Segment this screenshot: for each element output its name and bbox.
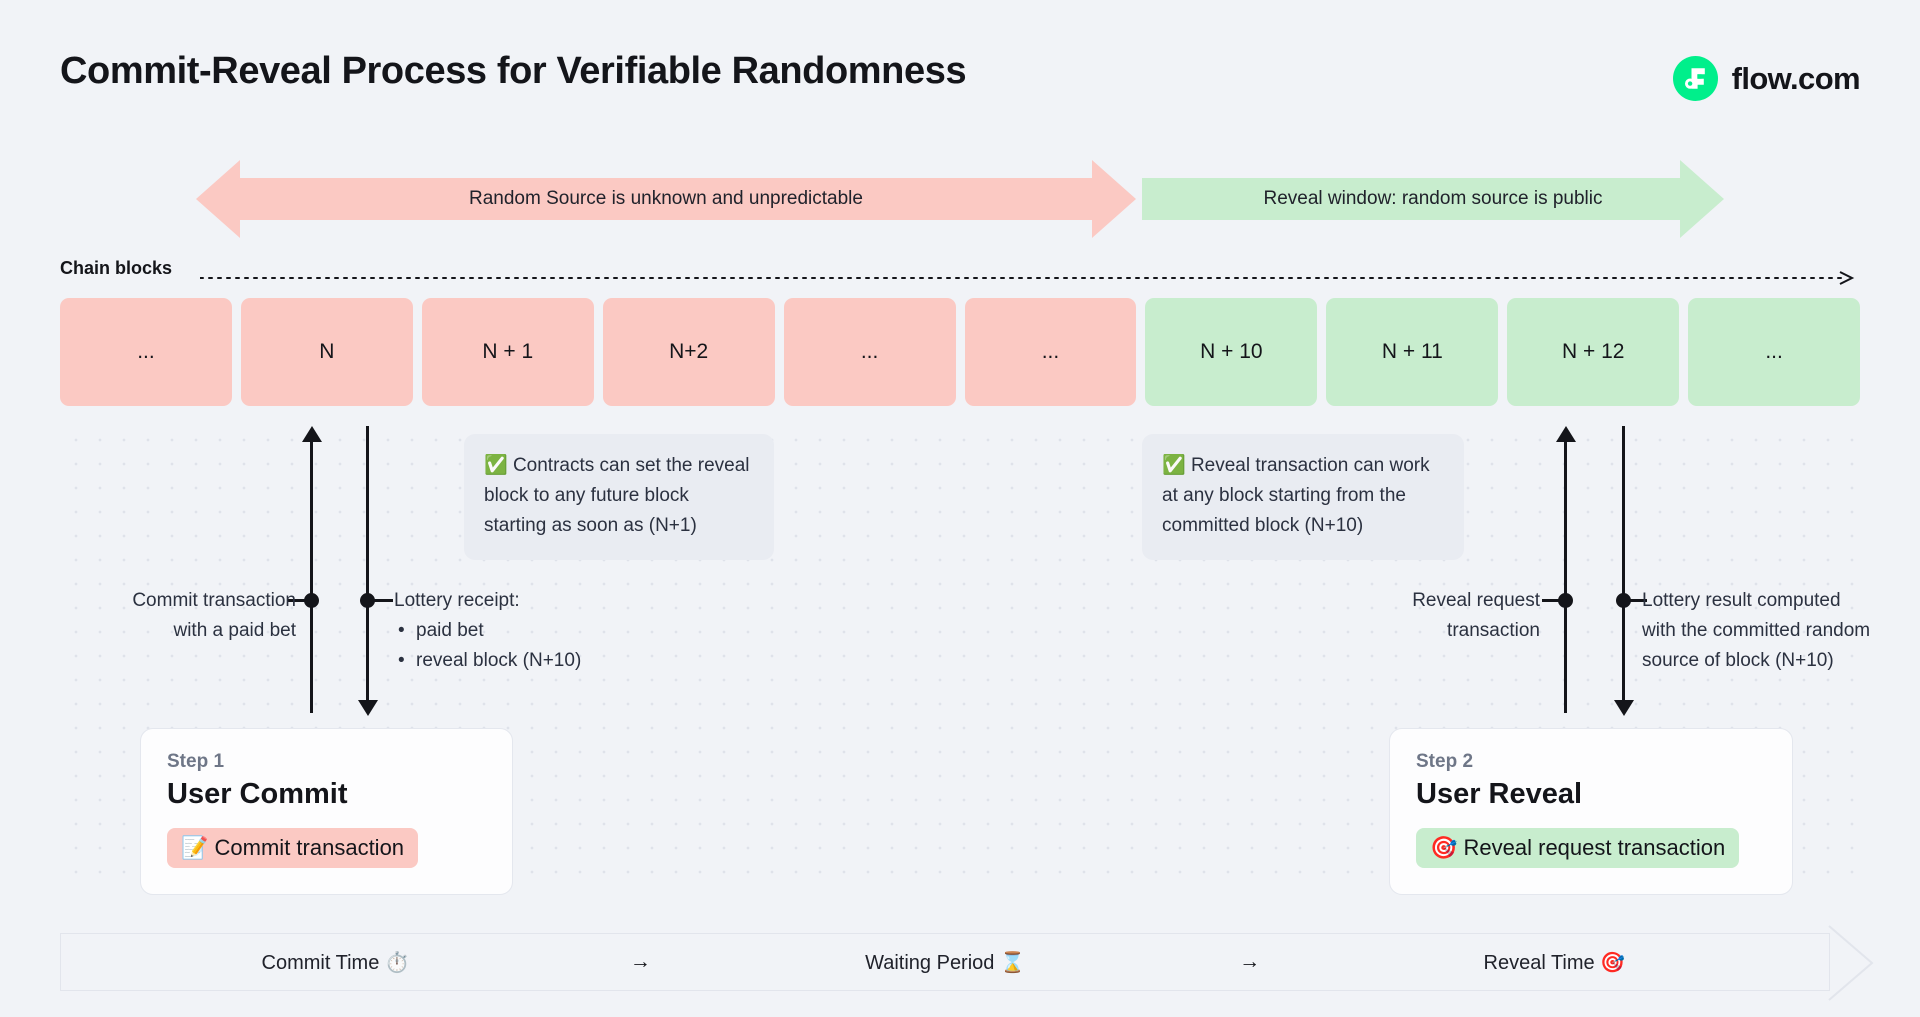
commit-transaction-pill[interactable]: 📝 Commit transaction — [167, 828, 419, 868]
annotation-lottery-result: Lottery result computed with the committ… — [1642, 590, 1871, 671]
step-card-user-commit[interactable]: Step 1 User Commit 📝 Commit transaction — [140, 728, 513, 895]
annotation-commit-transaction: Commit transaction with a paid bet — [132, 590, 296, 641]
timeline-segment-commit: Commit Time ⏱️ — [261, 951, 410, 974]
white-check-mark-icon: ✅ — [1162, 455, 1186, 476]
chain-block[interactable]: N + 12 — [1507, 298, 1680, 406]
reveal-request-transaction-pill-label: Reveal request transaction — [1463, 835, 1726, 860]
page-title: Commit-Reveal Process for Verifiable Ran… — [60, 50, 967, 92]
step-2-title: User Reveal — [1416, 778, 1583, 810]
receipt-anchor-stub — [367, 599, 393, 602]
white-check-mark-icon: ✅ — [484, 455, 508, 476]
brand-name: flow.com — [1731, 60, 1861, 96]
receipt-arrow-head-icon — [358, 700, 378, 716]
chain-block[interactable]: N+2 — [602, 298, 775, 406]
brand-logo: flow.com — [1672, 56, 1861, 101]
chain-block[interactable]: N + 10 — [1145, 298, 1318, 406]
reveal-request-transaction-pill[interactable]: 🎯 Reveal request transaction — [1416, 828, 1740, 868]
timeline-arrow-icon: → — [1239, 950, 1261, 973]
direct-hit-icon: 🎯 — [1430, 835, 1458, 860]
chain-block[interactable]: N — [240, 298, 413, 406]
chain-block[interactable]: N + 1 — [421, 298, 594, 406]
step-1-kicker: Step 1 — [167, 751, 225, 772]
lottery-result-anchor-stub — [1623, 599, 1647, 602]
timeline-bar: Commit Time ⏱️ → Waiting Period ⌛ → Reve… — [60, 933, 1830, 991]
banner-reveal-window: Reveal window: random source is public — [1142, 160, 1724, 238]
commit-arrow-head-icon — [302, 426, 322, 442]
flow-logo-icon — [1672, 56, 1718, 101]
note-reveal-text: Reveal transaction can work at any block… — [1162, 455, 1430, 536]
step-2-kicker: Step 2 — [1416, 751, 1474, 772]
timeline-arrow-icon: → — [629, 950, 651, 973]
commit-arrow-shaft — [310, 438, 313, 713]
chain-block[interactable]: N + 11 — [1326, 298, 1499, 406]
step-card-user-reveal[interactable]: Step 2 User Reveal 🎯 Reveal request tran… — [1389, 728, 1793, 895]
annotation-lottery-receipt: Lottery receipt: paid bet reveal block (… — [394, 586, 654, 676]
annotation-reveal-request: Reveal request transaction — [1412, 590, 1540, 641]
memo-icon: 📝 — [181, 835, 209, 860]
reveal-request-arrow-head-icon — [1556, 426, 1576, 442]
step-1-title: User Commit — [167, 778, 348, 810]
banner-reveal-label: Reveal window: random source is public — [1263, 188, 1603, 209]
commit-transaction-pill-label: Commit transaction — [214, 835, 405, 860]
chain-block[interactable]: ... — [783, 298, 956, 406]
note-reveal-transaction-window: ✅ Reveal transaction can work at any blo… — [1142, 434, 1464, 560]
banner-random-source-unknown: Random Source is unknown and unpredictab… — [196, 160, 1136, 238]
reveal-request-arrow-shaft — [1564, 438, 1567, 713]
receipt-arrow-shaft — [366, 426, 369, 701]
timeline-segment-reveal: Reveal Time 🎯 — [1483, 951, 1626, 974]
list-item: reveal block (N+10) — [394, 646, 654, 676]
list-item: paid bet — [394, 616, 654, 646]
banner-unknown-label: Random Source is unknown and unpredictab… — [469, 188, 863, 209]
lottery-result-arrow-head-icon — [1614, 700, 1634, 716]
chain-blocks-label: Chain blocks — [60, 258, 173, 278]
timeline-end-chevron-icon — [1828, 925, 1874, 1001]
timeline-segment-waiting: Waiting Period ⌛ — [865, 951, 1025, 974]
lottery-receipt-list: paid bet reveal block (N+10) — [394, 616, 654, 676]
commit-anchor-stub — [288, 599, 314, 602]
chain-block[interactable]: ... — [1688, 298, 1861, 406]
reveal-request-anchor-stub — [1542, 599, 1568, 602]
window-banners: Random Source is unknown and unpredictab… — [0, 160, 1920, 238]
chain-block-row: ... N N + 1 N+2 ... ... N + 10 N + 11 N … — [60, 298, 1861, 406]
lottery-result-arrow-shaft — [1622, 426, 1625, 701]
chain-block[interactable]: ... — [964, 298, 1137, 406]
chain-block[interactable]: ... — [60, 298, 232, 406]
note-contracts-reveal-block: ✅ Contracts can set the reveal block to … — [464, 434, 774, 560]
lottery-receipt-title: Lottery receipt: — [394, 590, 520, 611]
note-contracts-text: Contracts can set the reveal block to an… — [484, 455, 750, 536]
chain-blocks-axis-icon — [200, 271, 1855, 285]
